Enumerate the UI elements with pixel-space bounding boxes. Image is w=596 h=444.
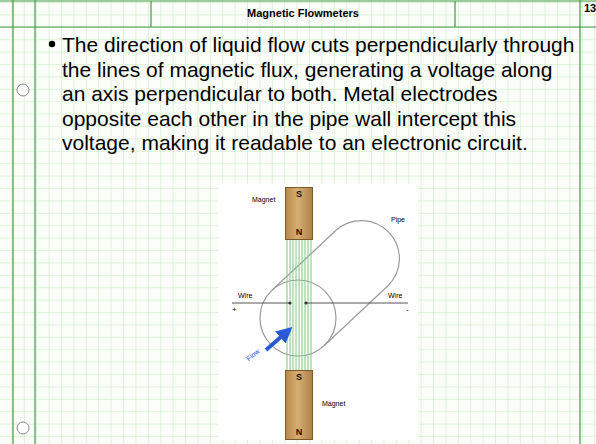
polarity-sign: + bbox=[232, 306, 237, 314]
part-label: Magnet bbox=[252, 196, 275, 203]
binder-hole bbox=[17, 422, 29, 434]
page-number: 13 bbox=[584, 3, 596, 14]
wire-label: Wire bbox=[238, 292, 252, 299]
magnet-pole: S bbox=[296, 373, 302, 382]
bullet-text: The direction of liquid flow cuts perpen… bbox=[62, 33, 578, 156]
magnetic-field-lines bbox=[287, 240, 311, 370]
magnet-pole: N bbox=[296, 228, 303, 237]
magnet-pole: N bbox=[296, 428, 303, 437]
pipe-outline bbox=[260, 221, 399, 356]
wire-label: Wire bbox=[388, 292, 402, 299]
flow-arrow bbox=[266, 329, 290, 350]
polarity-sign: - bbox=[406, 306, 409, 314]
bullet-dot bbox=[49, 41, 55, 47]
electrode-dot bbox=[304, 301, 307, 304]
part-label: Pipe bbox=[391, 216, 405, 223]
magnet-block: SN bbox=[285, 370, 313, 440]
electrode-dot bbox=[288, 301, 291, 304]
part-label: Magnet bbox=[322, 400, 345, 407]
illustration-panel bbox=[218, 184, 418, 440]
magnet-block: SN bbox=[285, 187, 313, 240]
binder-hole bbox=[17, 84, 29, 96]
slide-title: Magnetic Flowmeters bbox=[247, 8, 359, 19]
electrode-wires bbox=[232, 303, 408, 304]
magnet-pole: S bbox=[296, 190, 302, 199]
